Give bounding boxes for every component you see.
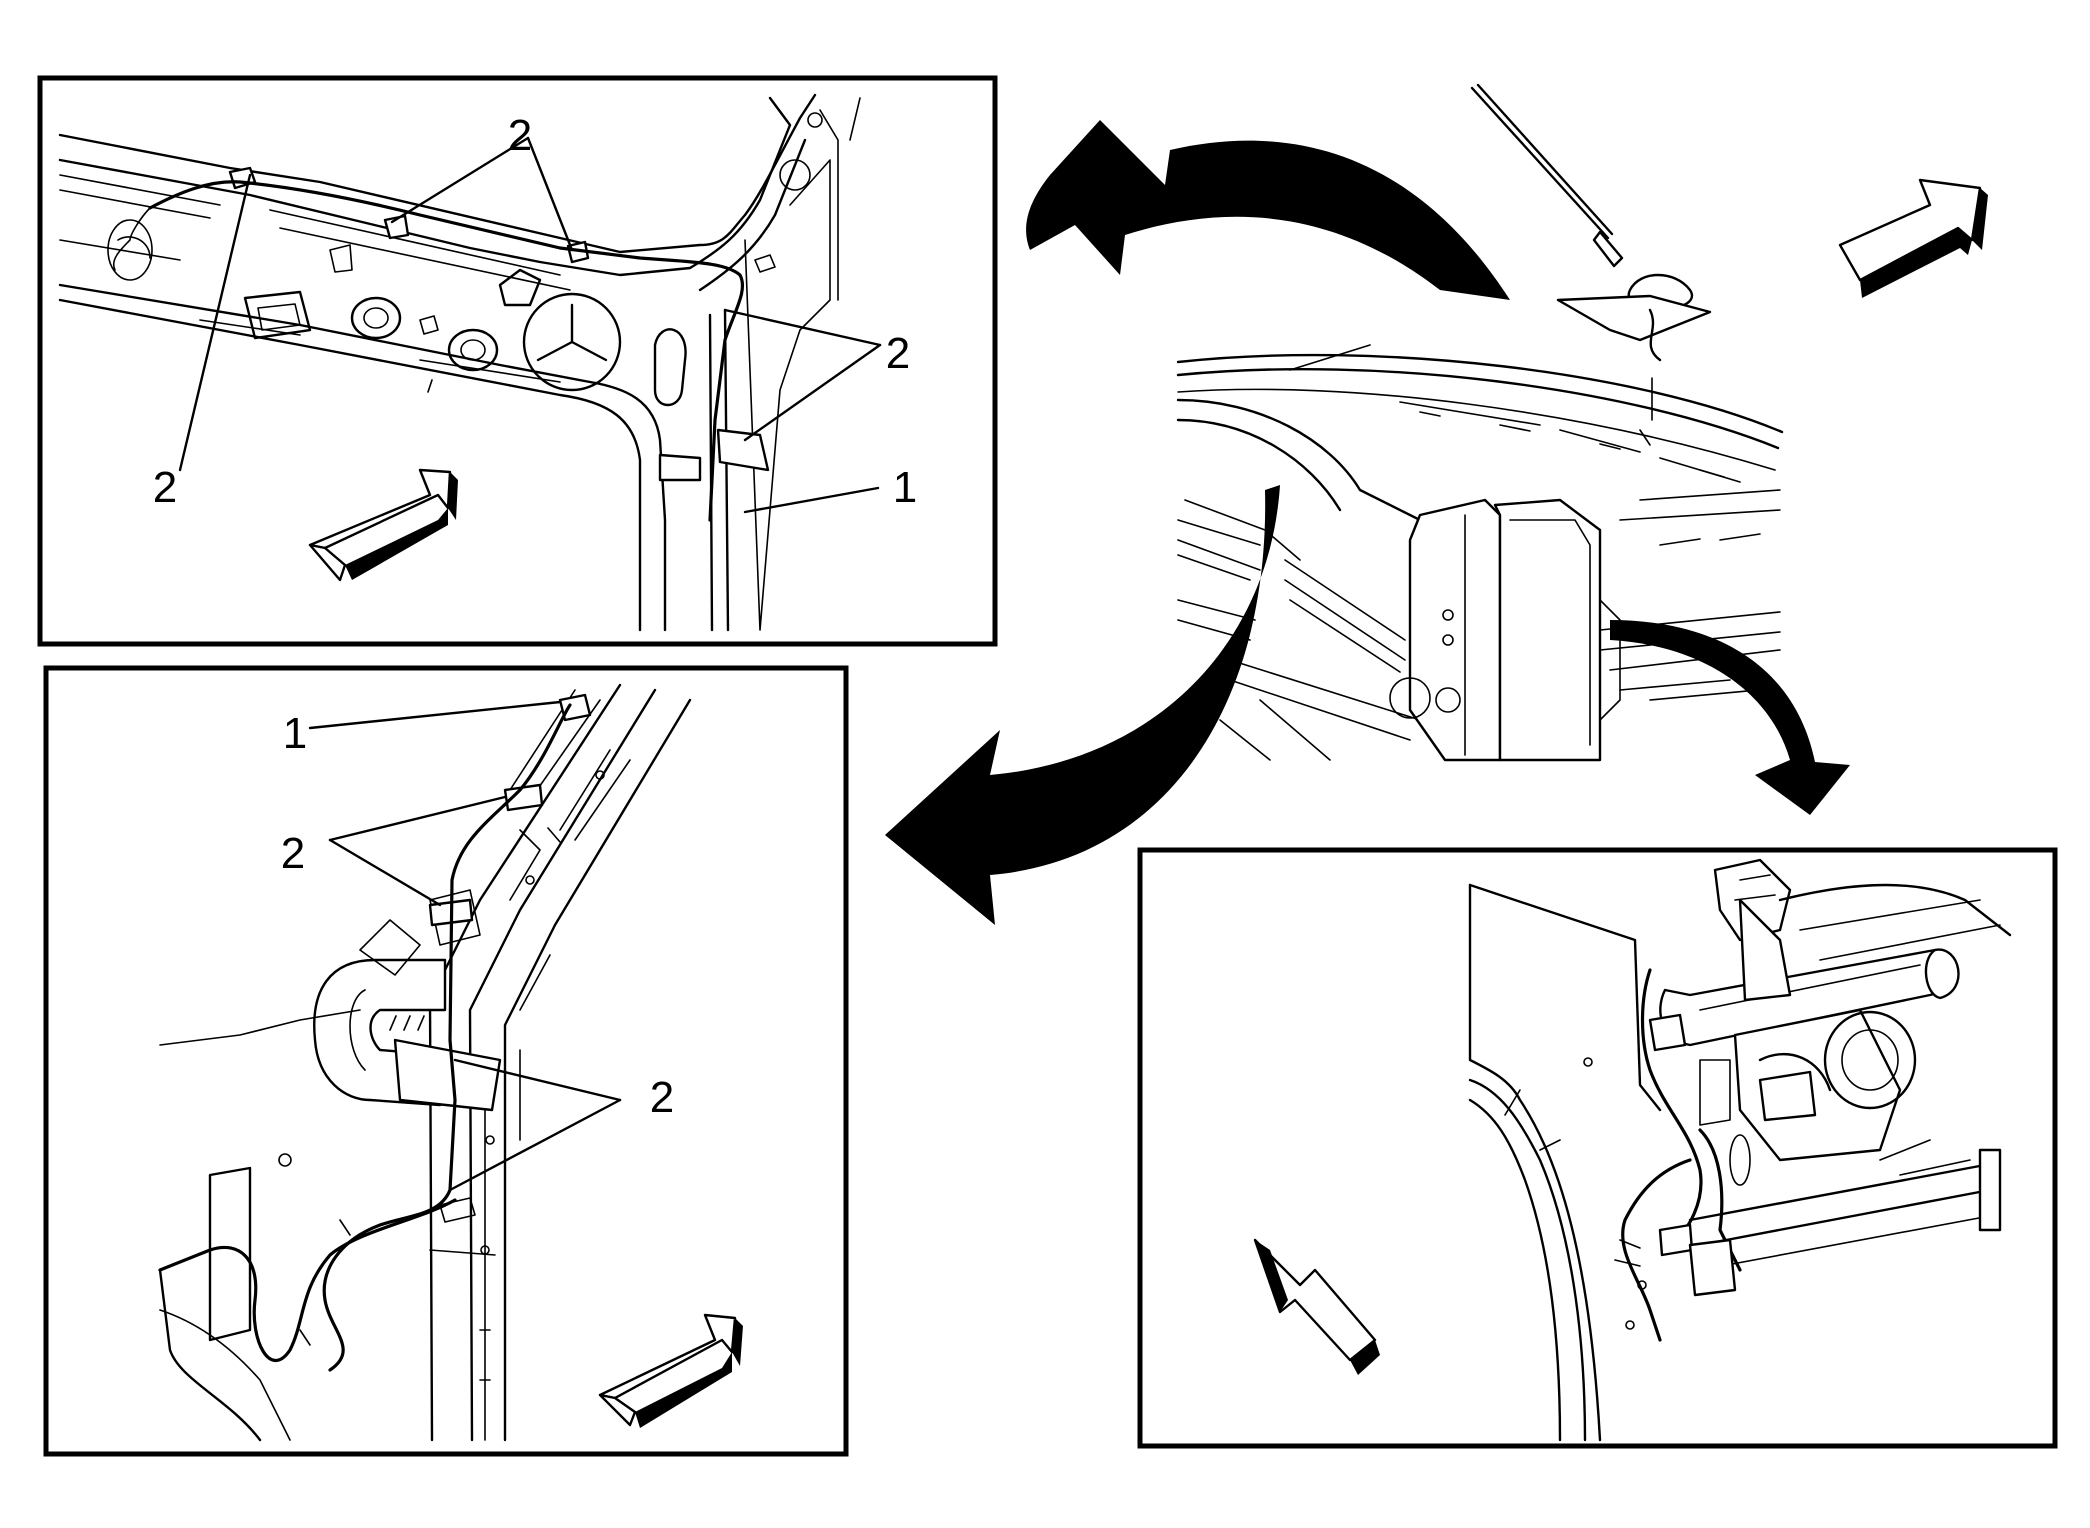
callout-2-middle: 2	[281, 829, 305, 878]
callout-2-lower: 2	[650, 1073, 674, 1122]
detail-panel-roof-rail: 2 2 2 1	[37, 75, 998, 647]
curved-arrow-to-top-left-view	[1026, 120, 1510, 300]
callout-1-top: 1	[283, 709, 307, 758]
callout-1-right: 1	[893, 463, 917, 512]
detail-panel-lower-pillar	[1137, 847, 2058, 1449]
callout-2-left: 2	[153, 463, 177, 512]
overview-vehicle-view	[1176, 83, 1784, 762]
curved-arrow-to-bottom-left-view	[885, 485, 1280, 925]
callout-2-top: 2	[508, 111, 532, 160]
front-direction-arrow-top-right	[1838, 178, 1988, 298]
curved-arrow-to-bottom-right-view	[1610, 620, 1850, 815]
callout-2-right: 2	[886, 329, 910, 378]
detail-panel-a-pillar: 1 2 2	[43, 665, 849, 1457]
